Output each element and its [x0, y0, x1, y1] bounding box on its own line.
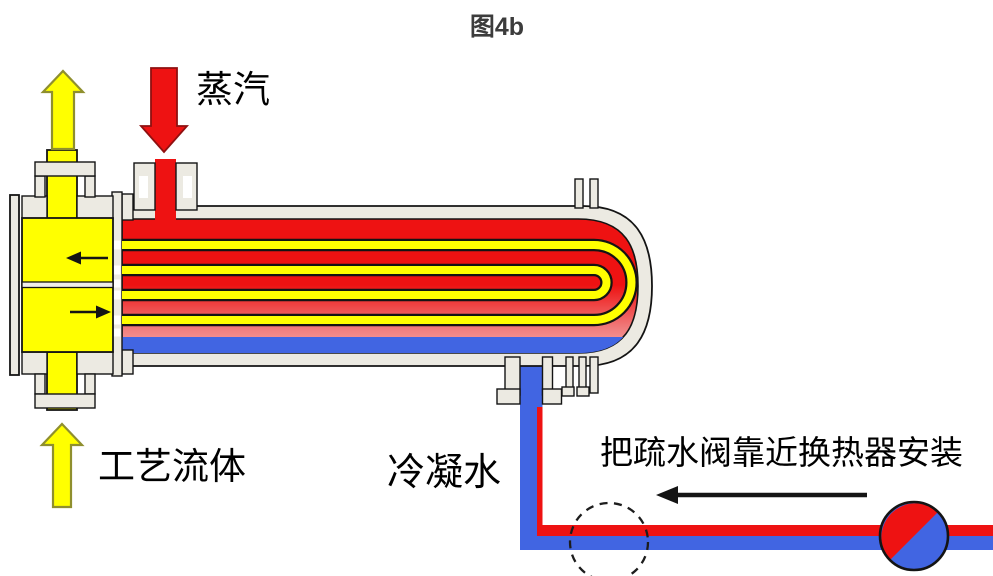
condensate-pipe-horizontal: [520, 536, 993, 550]
process-inlet-arrow: [39, 422, 85, 509]
steam-inlet-arrow: [139, 67, 189, 154]
top-nozzle-flange: [34, 161, 96, 177]
bottom-nozzle-flange: [34, 393, 96, 409]
pass-partition-plate: [21, 281, 114, 289]
condensate-pipe-vertical: [520, 408, 537, 550]
trap-note-label: 把疏水阀靠近换热器安装: [600, 434, 963, 471]
steam-nozzle-bore: [155, 159, 176, 221]
inlet-flow-arrow: [70, 305, 111, 319]
steam-inlet-nozzle: [133, 159, 198, 221]
shell: [111, 159, 653, 377]
tube-bundle: [122, 238, 638, 327]
figure-title: 图4b: [470, 13, 524, 41]
trap-direction-arrow: [656, 486, 867, 504]
condensate-layer: [122, 337, 638, 353]
condensate-label: 冷凝水: [387, 452, 501, 494]
condensate-pipe: [520, 340, 993, 550]
u-tube-outer: [122, 241, 636, 324]
shell-flange-bottom: [121, 349, 134, 375]
drain-flange-stub: [561, 356, 599, 397]
process-outlet-nozzle: [46, 149, 78, 221]
suggested-trap-location-circle: [568, 501, 650, 576]
u-tube-inner: [122, 266, 611, 299]
shell-flange-top: [121, 193, 134, 221]
steam-label: 蒸汽: [196, 69, 270, 110]
tubesheet-holes: [113, 240, 121, 337]
steam-trap-valve-icon: [878, 500, 950, 572]
condensate-pipe-vertical-hot-core: [537, 407, 543, 536]
vent-nozzle: [574, 178, 599, 209]
condensate-pipe-horizontal-hot-core: [537, 525, 993, 536]
outlet-flow-arrow: [66, 251, 108, 265]
condensate-drain-nozzle: [496, 356, 599, 405]
process-fluid-label: 工艺流体: [98, 446, 246, 487]
channel-header: [9, 149, 114, 411]
header-backing-flange: [9, 194, 20, 376]
process-outlet-arrow: [40, 69, 86, 151]
